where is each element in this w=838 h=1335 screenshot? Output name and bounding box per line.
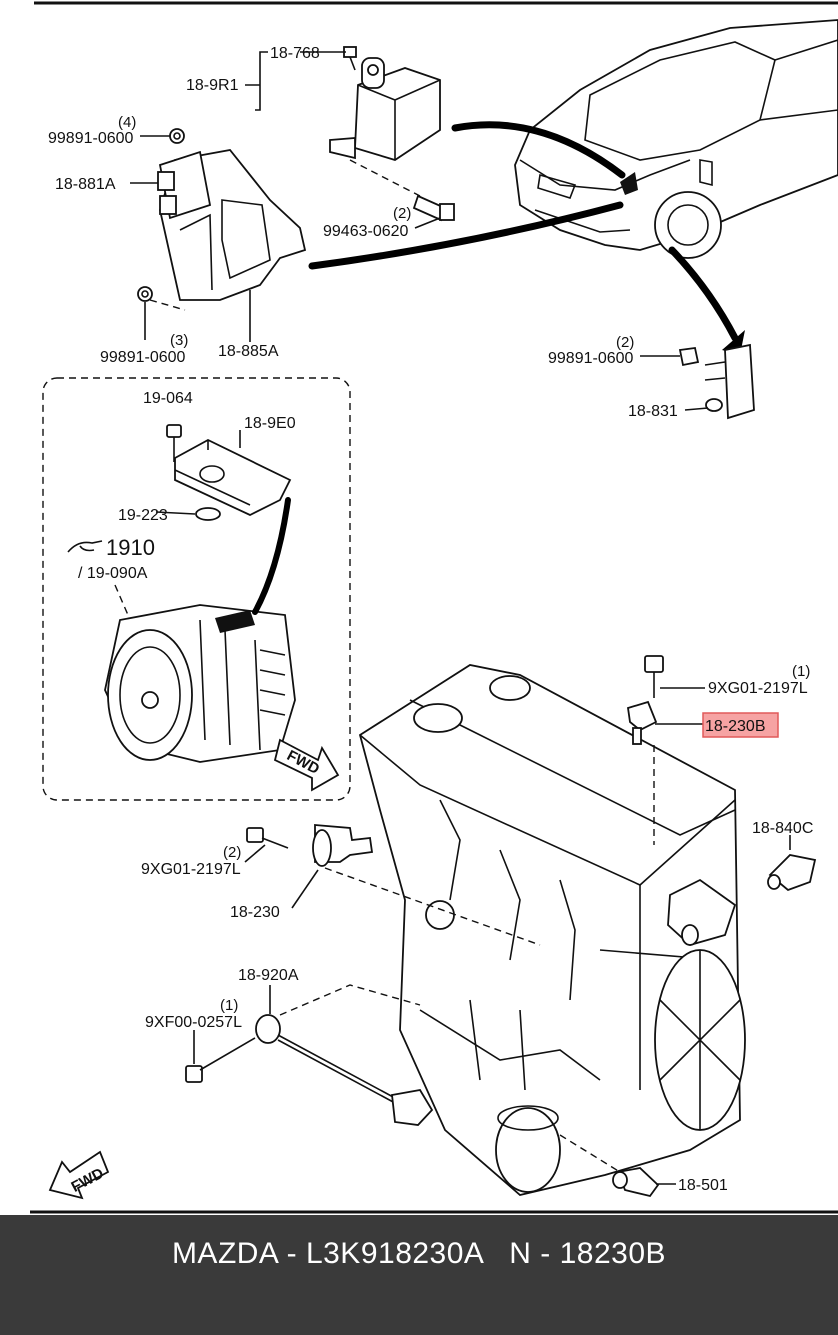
dash-1910 (114, 584, 129, 616)
bolt-18-768 (343, 46, 357, 71)
nut-99891-right (678, 346, 700, 367)
label-qty-9XG01-left: (2) (223, 844, 241, 861)
tcm-18-9E0 (174, 438, 292, 516)
hand-pointer-icon (67, 540, 103, 553)
bolt-99463 (412, 194, 455, 222)
label-18-9E0: 18-9E0 (244, 415, 296, 432)
label-qty-9XF00: (1) (220, 997, 238, 1014)
fwd-arrow-top: FWD (273, 738, 340, 792)
label-18-840C: 18-840C (752, 820, 813, 837)
label-9XG01-top: 9XG01-2197L (708, 680, 808, 697)
car-illustration (514, 19, 838, 259)
oil-filter (495, 1105, 561, 1193)
nut-99891-top (169, 128, 185, 144)
highlight-18-230B (702, 712, 779, 738)
label-qty-99891-top: (4) (118, 114, 136, 131)
dash-920A (279, 984, 421, 1016)
leader-18-230 (291, 869, 319, 909)
label-18-230B: 18-230B (705, 718, 766, 735)
leader-9R1 (245, 51, 268, 111)
arrow-to-car-mid (308, 201, 624, 270)
label-qty-99463: (2) (393, 205, 411, 222)
label-19-090A: / 19-090A (78, 565, 148, 582)
sensor-18-840C (767, 854, 817, 892)
arrow-to-car-top (451, 121, 626, 179)
label-9XG01-left: 9XG01-2197L (141, 861, 241, 878)
dash-bolt-99463 (349, 159, 421, 197)
engine-block (358, 664, 746, 1196)
footer-bar: MAZDA - L3K918230A N - 18230B (0, 1215, 838, 1335)
leader-99463 (414, 217, 441, 229)
leader-19-223 (155, 511, 196, 515)
bolt-19-064 (166, 424, 182, 462)
label-18-9R1: 18-9R1 (186, 77, 239, 94)
cam-sensor-18-230 (312, 824, 374, 867)
thermostat-housing (667, 878, 737, 947)
parts-diagram: 18-768 18-9R1 (4) 99891-0600 18-881A (2)… (30, 1, 838, 1214)
leader-9XG01-left (244, 844, 266, 863)
dash-nut-mid (149, 299, 186, 311)
label-qty-99891-right: (2) (616, 334, 634, 351)
label-18-230: 18-230 (230, 904, 280, 921)
label-18-920A: 18-920A (238, 967, 299, 984)
label-19-223: 19-223 (118, 507, 168, 524)
dash-230 (324, 867, 541, 946)
label-18-885A: 18-885A (218, 343, 279, 360)
seal-19-223 (195, 507, 221, 521)
transmission-1910 (104, 604, 296, 763)
label-18-831: 18-831 (628, 403, 678, 420)
sensor-18-831 (704, 343, 755, 420)
label-99891-top: 99891-0600 (48, 130, 134, 147)
fwd-arrow-bottom: FWD (48, 1150, 110, 1200)
label-18-881A: 18-881A (55, 176, 116, 193)
part-number-caption: MAZDA - L3K918230A N - 18230B (171, 1237, 667, 1270)
nut-99891-mid (137, 286, 153, 302)
label-qty-9XG01-top: (1) (792, 663, 810, 680)
bolt-9XF00 (185, 1037, 256, 1083)
label-9XF00: 9XF00-0257L (145, 1014, 242, 1031)
cam-sensor-18-230B (626, 700, 658, 745)
arrow-tcm-to-trans (252, 497, 291, 615)
label-19-064: 19-064 (143, 390, 193, 407)
oil-pressure-switch-18-501 (612, 1167, 660, 1198)
label-99463: 99463-0620 (323, 223, 409, 240)
transmission-group-box (42, 377, 351, 801)
arrow-to-sensor-831 (668, 246, 739, 342)
bolt-9XG01-top (644, 655, 664, 698)
leader-831 (684, 407, 709, 411)
label-qty-99891-mid: (3) (170, 332, 188, 349)
label-18-501: 18-501 (678, 1177, 728, 1194)
diagram-canvas: 18-768 18-9R1 (4) 99891-0600 18-881A (2)… (30, 1, 838, 1214)
bracket-18-881A (157, 150, 212, 220)
knock-sensor-18-920A (255, 1014, 434, 1126)
bolt-9XG01-left (246, 827, 289, 849)
label-18-768: 18-768 (270, 45, 320, 62)
label-99891-right: 99891-0600 (548, 350, 634, 367)
relay-module-18-9R1 (329, 57, 441, 161)
label-1910: 1910 (106, 535, 155, 560)
label-99891-mid: 99891-0600 (100, 349, 186, 366)
